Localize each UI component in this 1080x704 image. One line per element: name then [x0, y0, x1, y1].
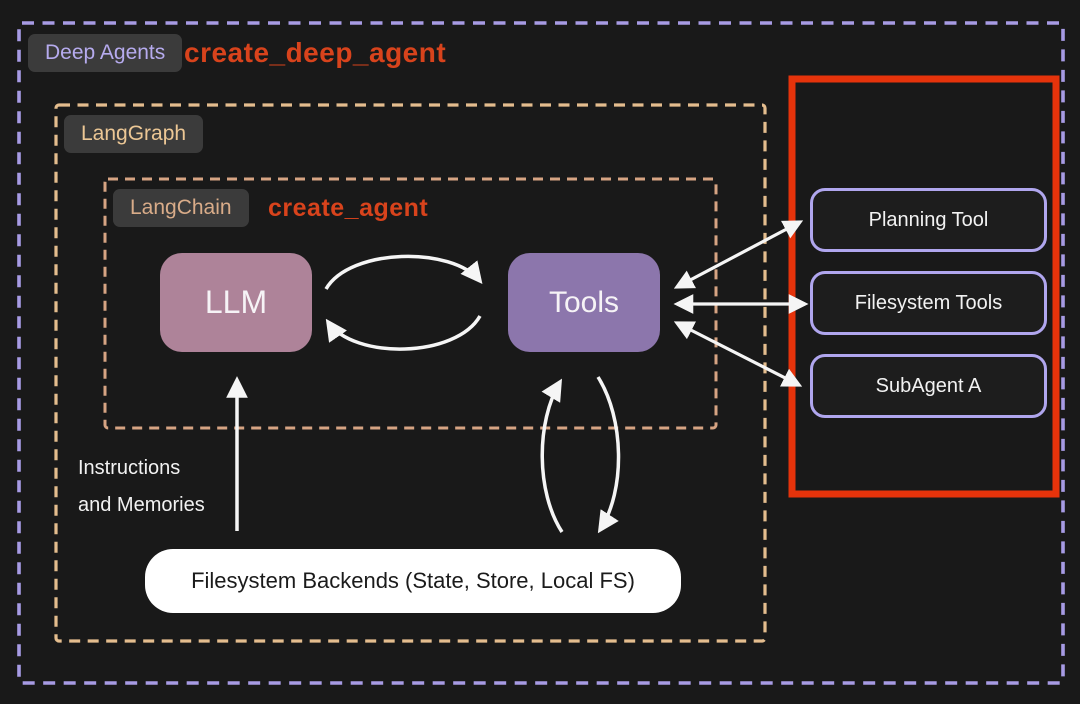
langchain-badge: LangChain: [113, 189, 249, 227]
tools-to-backends-arc-arrow: [596, 376, 621, 534]
filesystem-backends-node: Filesystem Backends (State, Store, Local…: [145, 549, 681, 613]
filesystem-backends-label: Filesystem Backends (State, Store, Local…: [191, 568, 635, 593]
tools-to-llm-arc-arrow: [325, 315, 482, 351]
filesystem-tools-node: Filesystem Tools: [810, 271, 1047, 335]
tools-planning-tool-arrow: [673, 220, 804, 289]
tools-subagent-arrow: [673, 321, 803, 387]
backends-to-tools-arc-arrow: [540, 378, 564, 533]
planning-tool-label: Planning Tool: [868, 208, 989, 231]
llm-to-tools-arc-arrow: [324, 254, 483, 290]
subagent-a-label: SubAgent A: [875, 374, 982, 397]
subagent-a-node: SubAgent A: [810, 354, 1047, 418]
create-deep-agent-title: create_deep_agent: [184, 37, 447, 68]
instructions-line2: and Memories: [78, 494, 205, 516]
deep-agents-badge-label: Deep Agents: [45, 41, 166, 64]
deep-agents-badge: Deep Agents: [28, 34, 183, 72]
planning-tool-node: Planning Tool: [810, 188, 1047, 252]
langchain-badge-label: LangChain: [130, 196, 232, 219]
llm-node-label: LLM: [204, 284, 268, 320]
tools-node: Tools: [508, 253, 660, 352]
tools-node-label: Tools: [548, 285, 620, 319]
langgraph-badge: LangGraph: [64, 115, 204, 153]
llm-node: LLM: [160, 253, 312, 352]
langgraph-badge-label: LangGraph: [81, 122, 187, 145]
create-agent-title: create_agent: [268, 194, 429, 222]
filesystem-tools-label: Filesystem Tools: [854, 291, 1003, 314]
instructions-annotation: Instructions and Memories: [78, 450, 205, 524]
deep-agents-dashed-border: [17, 21, 1065, 685]
instructions-line1: Instructions: [78, 457, 181, 479]
